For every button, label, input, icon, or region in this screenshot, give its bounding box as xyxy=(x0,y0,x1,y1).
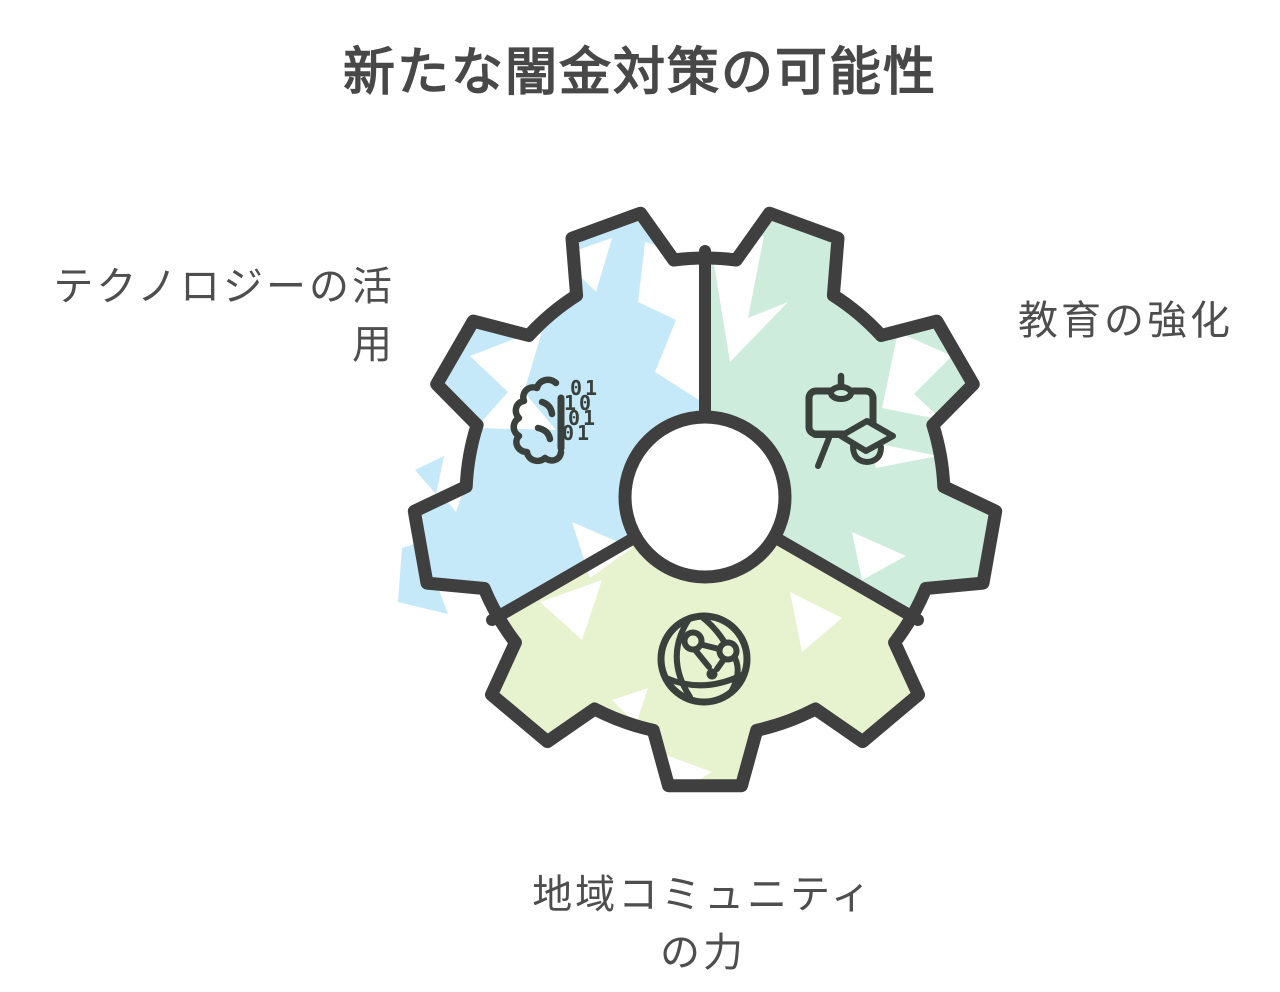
divider-bottom-right xyxy=(764,529,924,626)
easel-leg xyxy=(815,435,832,469)
gear-outline xyxy=(407,206,1003,793)
easel-clip xyxy=(828,384,854,402)
network-link xyxy=(700,642,722,652)
sector-dividers xyxy=(486,245,924,626)
brain-fold xyxy=(538,398,556,418)
binary-row: 01 xyxy=(562,421,592,445)
hub-circle xyxy=(618,410,792,584)
network-dot xyxy=(706,668,718,680)
globe-meridian xyxy=(673,616,693,700)
binary-row: 01 xyxy=(568,406,598,430)
globe-network-icon xyxy=(657,612,751,706)
graduation-cap-board xyxy=(838,418,896,454)
binary-row: 01 xyxy=(570,376,600,400)
divider-bottom-left xyxy=(486,529,646,626)
globe-link xyxy=(728,655,741,695)
network-link xyxy=(693,648,712,670)
label-community: 地域コミュニティの力 xyxy=(532,873,874,975)
page-title: 新たな闇金対策の可能性 xyxy=(342,44,937,102)
binary-row: 10 xyxy=(564,391,594,415)
label-technology: テクノロジーの活用 xyxy=(53,265,395,367)
binary-digits: 01 10 01 01 xyxy=(562,376,600,445)
label-education: 教育の強化 xyxy=(1018,299,1233,343)
presentation-easel-graduation-cap-icon xyxy=(805,372,896,469)
brain-outline xyxy=(510,376,565,465)
brain-fold xyxy=(534,424,554,443)
network-node xyxy=(716,639,740,663)
network-node xyxy=(681,629,705,653)
brain-binary-icon: 01 10 01 01 xyxy=(510,376,600,465)
